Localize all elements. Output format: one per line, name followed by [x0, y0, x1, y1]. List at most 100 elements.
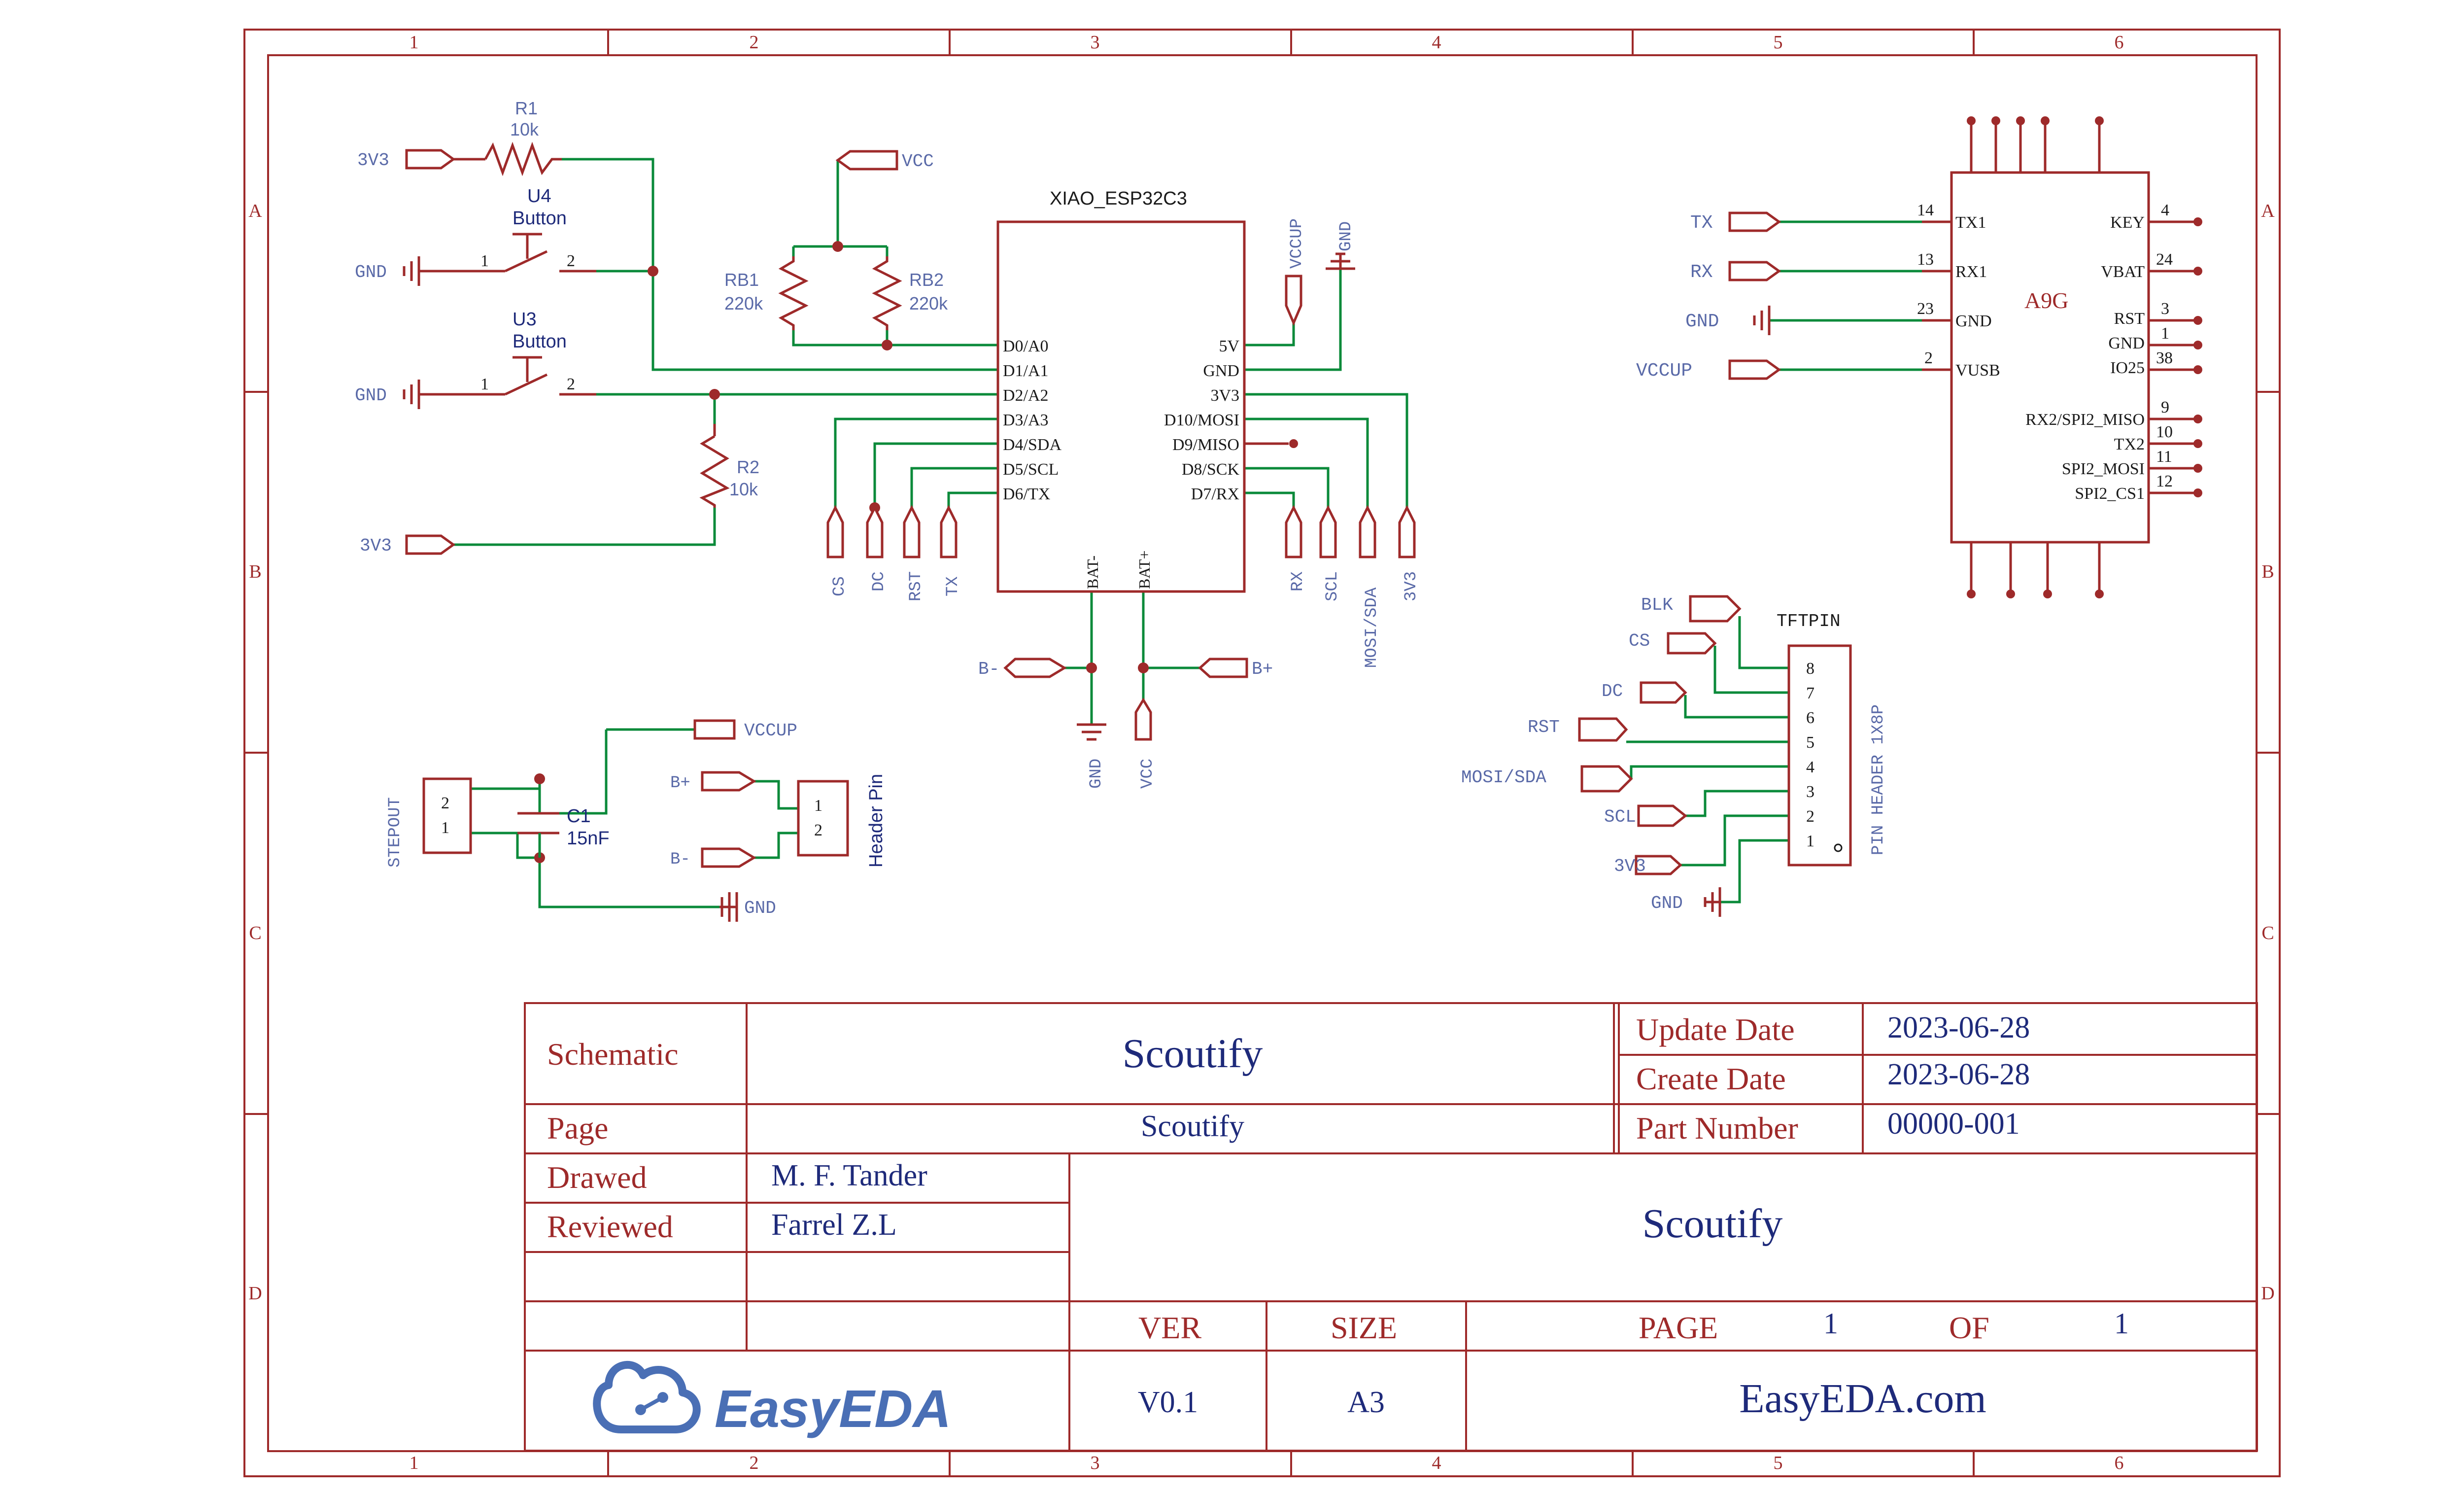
net-gnd-label: GND — [1685, 311, 1719, 332]
xiao-esp32c3[interactable]: XIAO_ESP32C3 D0/A0 D1/A1 D2/A2 D3/A3 D4/… — [996, 188, 1298, 593]
tft-value: PIN HEADER 1X8P — [1869, 704, 1888, 855]
stepout-pin: 2 — [441, 794, 449, 812]
r2-ref: R2 — [737, 457, 759, 477]
net-mosi-sda-label: MOSI/SDA — [1461, 767, 1546, 788]
rb1-ref: RB1 — [724, 270, 759, 290]
net-dc-label: DC — [870, 571, 889, 591]
col-label-top-1: 1 — [410, 32, 419, 53]
ground-icon — [719, 892, 738, 922]
net-bplus-label: B+ — [670, 774, 690, 793]
xiao-pin-left: D5/SCL — [1003, 460, 1059, 479]
net-scl-label: SCL — [1604, 807, 1636, 827]
u3-pin2: 2 — [567, 375, 575, 393]
xiao-pin-left: D6/TX — [1003, 485, 1050, 503]
u3-ref: U3 — [513, 309, 537, 330]
rb2-value: 220k — [909, 293, 948, 313]
a9g-pin-name: GND — [2108, 334, 2145, 352]
a9g-pin-num: 2 — [1924, 349, 1933, 367]
tb-update-value: 2023-06-28 — [1887, 1011, 2030, 1044]
col-label-top-5: 5 — [1774, 32, 1783, 53]
xiao-pin-right: 3V3 — [1210, 386, 1239, 405]
a9g-pin-num: 12 — [2156, 472, 2173, 490]
resistor-rb1[interactable]: RB1 220k — [724, 256, 809, 330]
resistor-rb2[interactable]: RB2 220k — [872, 256, 948, 330]
cloud-icon — [593, 1360, 701, 1433]
frame: 1 2 3 4 5 6 1 2 3 4 5 6 A B C D A B C D — [243, 29, 2281, 1477]
header-pin[interactable]: 1 2 Header Pin — [797, 774, 887, 868]
header-pin-label: Header Pin — [866, 774, 887, 868]
net-tx-label: TX — [1690, 212, 1713, 234]
ground-icon — [1326, 252, 1355, 270]
u3-pin1: 1 — [480, 375, 489, 393]
ground-icon — [1077, 723, 1106, 741]
xiao-pin-right: D10/MOSI — [1164, 411, 1239, 429]
button-u3[interactable]: 1 2 U3 Button — [458, 309, 596, 396]
tb-part-label: Part Number — [1636, 1111, 1798, 1146]
a9g-title: A9G — [2024, 288, 2068, 313]
col-label-top-6: 6 — [2115, 32, 2124, 53]
stepout-label: STEPOUT — [386, 797, 405, 868]
a9g-pin-name: SPI2_MOSI — [2062, 460, 2145, 478]
tb-reviewed-value: Farrel Z.L — [771, 1208, 897, 1242]
net-bminus-label: B- — [670, 850, 690, 869]
easyeda-logo-text: EasyEDA — [715, 1379, 951, 1438]
a9g-pin-num: 4 — [2161, 201, 2169, 219]
tb-drawed-value: M. F. Tander — [771, 1159, 927, 1192]
a9g-module[interactable]: A9G 14 TX1 13 RX1 23 GND 2 VUSB — [1917, 116, 2202, 598]
net-rst-label: RST — [907, 571, 925, 601]
tft-title: TFTPIN — [1777, 611, 1841, 631]
tft-pin-num: 8 — [1806, 660, 1814, 678]
a9g-pin-num: 3 — [2161, 300, 2169, 318]
tb-page-value: Scoutify — [1141, 1110, 1244, 1143]
u4-value: Button — [513, 208, 567, 229]
col-label-top-4: 4 — [1432, 32, 1441, 53]
net-rst-label: RST — [1528, 717, 1560, 737]
a9g-pin-num: 13 — [1917, 250, 1934, 269]
col-label-top-3: 3 — [1091, 32, 1100, 53]
u4-ref: U4 — [527, 186, 551, 207]
r1-value: 10k — [510, 119, 539, 139]
c1-ref: C1 — [567, 806, 591, 827]
button-u4[interactable]: 1 2 U4 Button — [458, 186, 596, 273]
capacitor-c1[interactable]: C1 15nF — [517, 806, 610, 858]
net-vccup-label: VCCUP — [1636, 360, 1692, 382]
xiao-title: XIAO_ESP32C3 — [1050, 188, 1187, 209]
xiao-pin-left: D4/SDA — [1003, 436, 1061, 454]
net-rx-label: RX — [1690, 262, 1713, 283]
a9g-pin-name: KEY — [2110, 213, 2145, 232]
net-blk-label: BLK — [1641, 595, 1673, 615]
net-vcc-label: VCC — [902, 151, 934, 172]
col-label-bottom-5: 5 — [1774, 1453, 1783, 1473]
u4-pin1: 1 — [480, 252, 489, 270]
net-3v3-label: 3V3 — [357, 150, 389, 171]
easyeda-logo: EasyEDA — [593, 1360, 951, 1438]
col-label-bottom-2: 2 — [750, 1453, 759, 1473]
a9g-pin-num: 10 — [2156, 423, 2173, 441]
ground-icon — [1753, 306, 1771, 335]
net-cs-label: CS — [830, 576, 849, 596]
xiao-pin-bottom: BAT- — [1084, 556, 1101, 589]
ground-icon — [403, 256, 458, 286]
col-label-bottom-3: 3 — [1091, 1453, 1100, 1473]
net-bminus-label: B- — [978, 659, 999, 679]
resistor-r1[interactable]: R1 10k — [453, 98, 562, 176]
row-label-right-d: D — [2261, 1283, 2274, 1304]
resistor-r2[interactable]: R2 10k — [699, 424, 759, 508]
a9g-pin-num: 14 — [1917, 201, 1934, 219]
xiao-pin-right: D7/RX — [1191, 485, 1239, 503]
u3-value: Button — [513, 331, 567, 352]
wires — [453, 158, 1922, 908]
net-gnd-label: GND — [1087, 759, 1106, 789]
xiao-pin-right: D8/SCK — [1182, 460, 1240, 479]
row-label-left-a: A — [248, 201, 262, 221]
a9g-pin-name: TX2 — [2114, 435, 2145, 453]
a9g-pin-name: IO25 — [2110, 359, 2145, 377]
tft-pin-num: 6 — [1806, 709, 1814, 727]
net-gnd-label: GND — [1337, 221, 1356, 251]
tft-pin-num: 1 — [1806, 832, 1814, 850]
gnd-symbols — [403, 252, 1771, 922]
stepout-connector[interactable]: 2 1 STEPOUT — [386, 777, 472, 868]
tft-pin-header[interactable]: TFTPIN PIN HEADER 1X8P 8 7 6 5 4 3 2 1 — [1777, 611, 1888, 867]
net-gnd-label: GND — [1651, 893, 1683, 913]
